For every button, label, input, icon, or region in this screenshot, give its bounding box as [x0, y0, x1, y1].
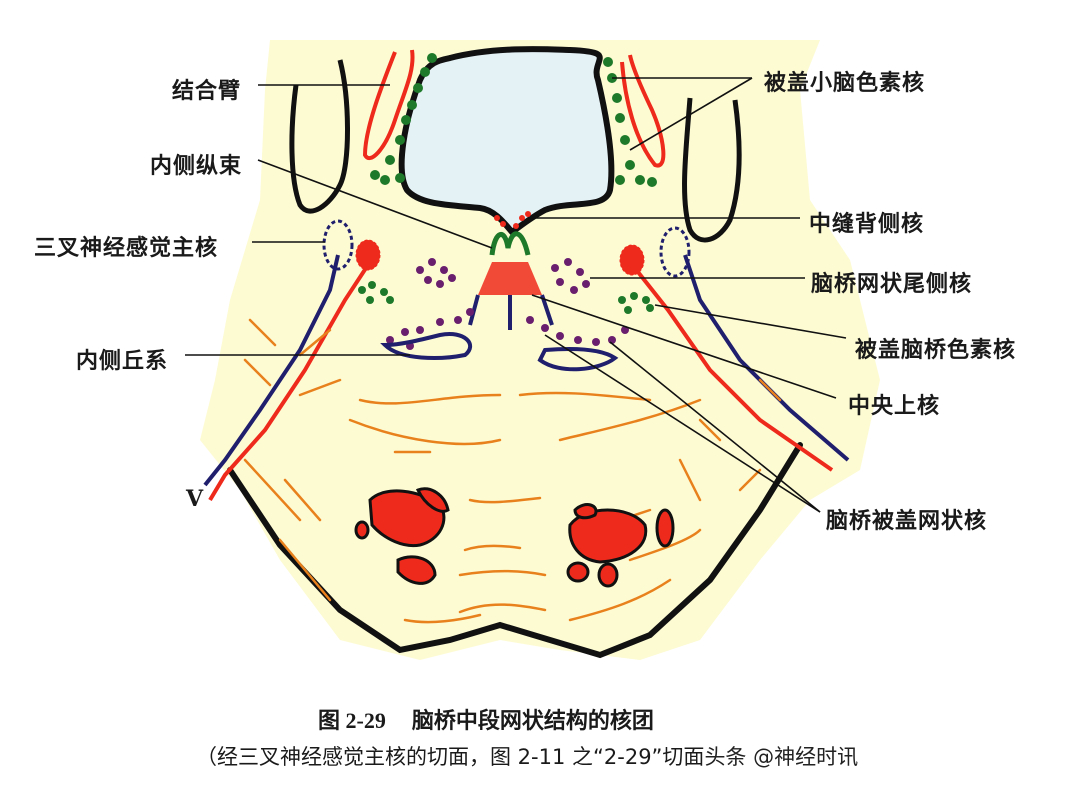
label-caudal-pontine-reticular: 脑桥网状尾侧核 — [811, 272, 973, 297]
red-nucleus-left — [355, 239, 381, 271]
red-nucleus-right — [619, 244, 645, 276]
label-medial-lemniscus: 内侧丘系 — [76, 349, 169, 374]
trigeminal-red-right — [636, 270, 834, 472]
figure-number: 图 2-29 — [318, 708, 386, 733]
label-principal-sensory-trigeminal: 三叉神经感觉主核 — [34, 236, 219, 261]
label-medial-longitudinal-fasciculus: 内侧纵束 — [150, 154, 243, 179]
right-scp — [620, 54, 666, 168]
right-lateral-outline — [682, 97, 742, 243]
pontocerebellar-fibers — [243, 318, 782, 624]
fourth-ventricle — [398, 46, 615, 236]
label-trigeminal-nerve: V — [186, 486, 204, 512]
figure-title: 脑桥中段网状结构的核团 — [411, 709, 654, 734]
label-dorsal-raphe: 中缝背侧核 — [809, 212, 925, 237]
dorsal-raphe-dots — [494, 211, 531, 229]
figure-caption-subtitle: （经三叉神经感觉主核的切面，图 2-11 之“2-29”切面头条 @神经时讯 — [196, 741, 858, 771]
sensory-nucleus-right — [659, 226, 691, 278]
basilar-red-nuclei — [354, 487, 675, 588]
label-pontine-tegmental-reticular: 脑桥被盖网状核 — [826, 509, 988, 534]
figure-subtitle: （经三叉神经感觉主核的切面，图 2-11 之“2-29”切面 — [196, 745, 705, 769]
midline-blue-raphe — [468, 294, 554, 330]
medial-lemniscus-left — [380, 332, 473, 360]
label-tegmental-cerebellar-pigment: 被盖小脑色素核 — [764, 71, 926, 96]
watermark: 头条 @神经时讯 — [704, 745, 859, 769]
midline-red-trapezoid — [478, 262, 542, 295]
left-lateral-outline — [289, 59, 350, 214]
medial-lemniscus-right — [537, 346, 619, 372]
locus-coeruleus-dots — [358, 53, 657, 314]
trigeminal-red-left — [208, 263, 370, 502]
figure-caption-title: 图 2-29 脑桥中段网状结构的核团 — [318, 703, 654, 735]
label-tegmental-pontine-pigment: 被盖脑桥色素核 — [855, 338, 1017, 363]
trigeminal-blue-right — [683, 254, 850, 462]
sensory-nucleus-left — [322, 219, 354, 271]
leader-lines — [185, 77, 847, 513]
left-scp — [362, 49, 415, 161]
label-superior-cerebellar-peduncle: 结合臂 — [172, 79, 242, 104]
mlf-green — [489, 231, 531, 256]
trigeminal-blue-left — [203, 254, 340, 487]
label-superior-central: 中央上核 — [848, 394, 941, 419]
